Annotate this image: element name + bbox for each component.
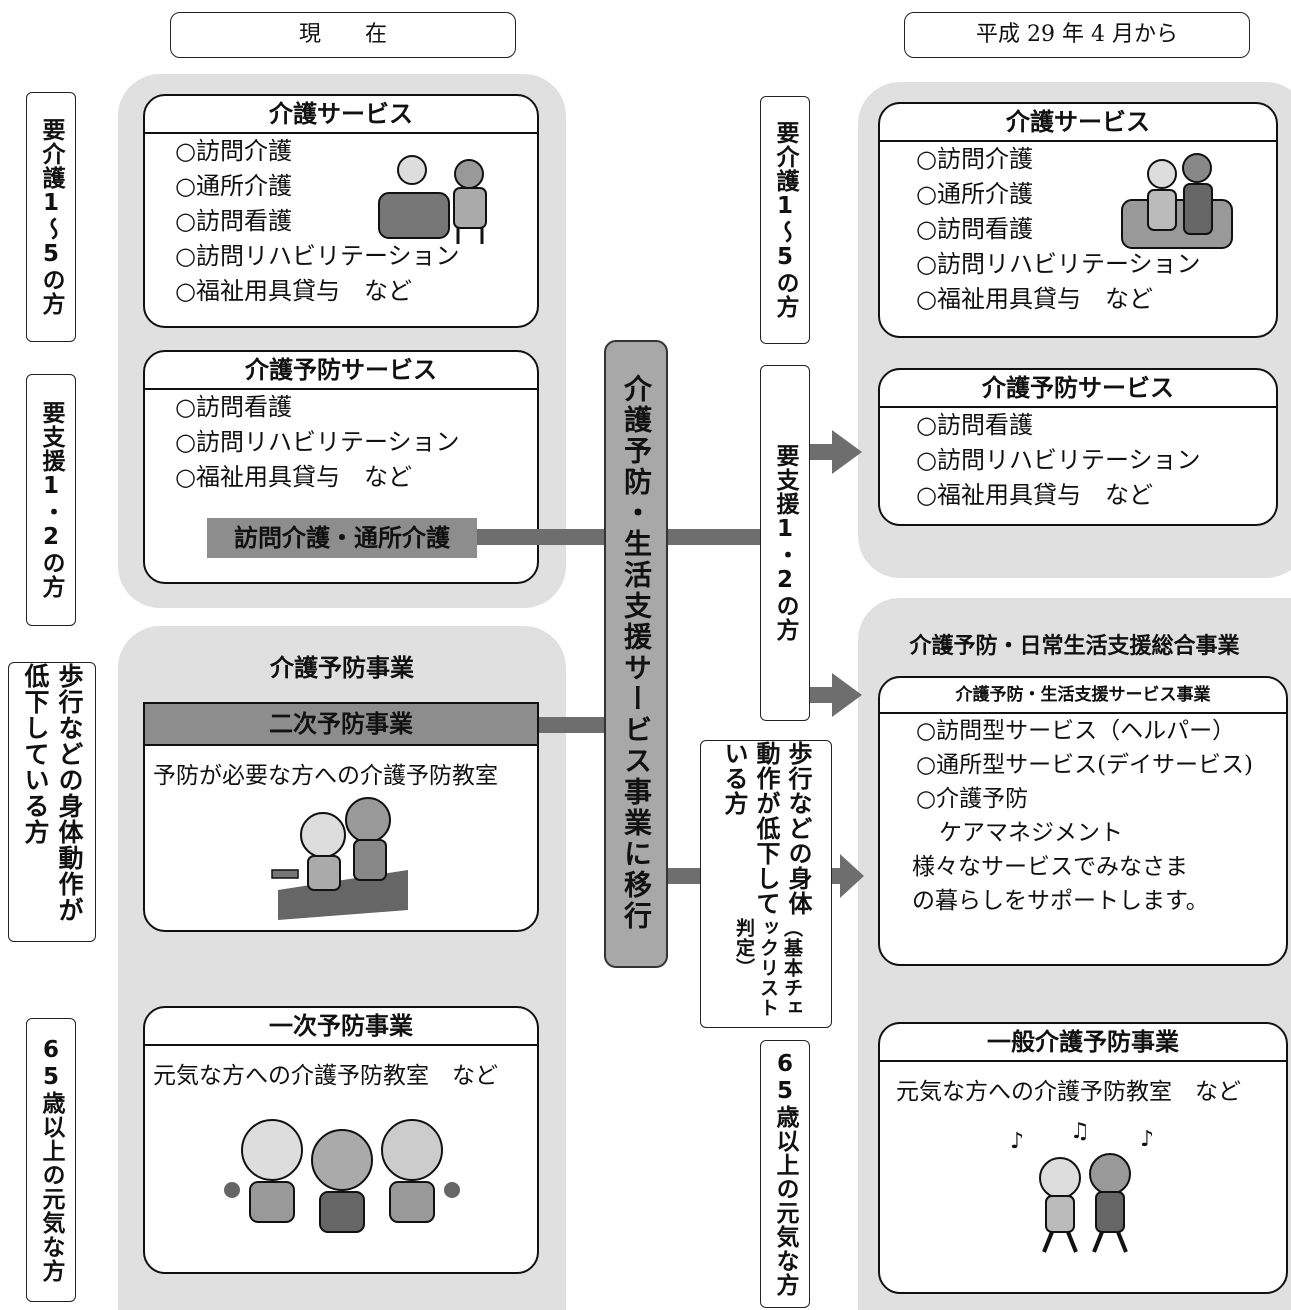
arrow-frail-head xyxy=(840,854,864,898)
caregiver-elder-illustration xyxy=(1121,153,1233,249)
header-future: 平成 29 年 4 月から xyxy=(904,12,1250,58)
secondary-prevention-title: 二次予防事業 xyxy=(145,704,537,746)
list-item: ○訪問リハビリテーション xyxy=(175,428,460,456)
list-item: ○訪問型サービス（ヘルパー） xyxy=(916,718,1236,744)
future-prevention-services-box: 介護予防サービス ○訪問看護 ○訪問リハビリテーション ○福祉用具貸与 など xyxy=(878,368,1278,526)
list-item: ○通所介護 xyxy=(175,172,292,200)
future-care-services-title: 介護サービス xyxy=(880,104,1276,142)
list-item: ○福祉用具貸与 など xyxy=(175,277,412,305)
svg-text:♪: ♪ xyxy=(1140,1127,1154,1152)
list-item: 様々なサービスでみなさま xyxy=(912,854,1188,880)
connector-secondary-to-center xyxy=(539,717,605,733)
label-support-1-2: 要支援1・2の方 xyxy=(26,374,76,626)
arrow-support-shaft xyxy=(810,444,832,460)
primary-prevention-text: 元気な方への介護予防教室 など xyxy=(153,1063,498,1089)
list-item: ○福祉用具貸与 など xyxy=(916,285,1153,313)
list-item: ○福祉用具貸与 など xyxy=(916,481,1153,509)
current-care-services-title: 介護サービス xyxy=(145,96,537,134)
svg-text:♪: ♪ xyxy=(1010,1129,1024,1154)
middle-label-frail-main: 歩行などの身体動作が低下している方 xyxy=(720,741,812,916)
list-item: ○訪問看護 xyxy=(175,393,292,421)
caregiver-illustration xyxy=(378,155,487,244)
arrow-frail-shaft xyxy=(832,868,840,884)
comprehensive-program-title: 介護予防・日常生活支援総合事業 xyxy=(909,634,1240,659)
arrow-comprehensive-shaft xyxy=(810,687,832,703)
transition-pill: 介護予防・生活支援サービス事業に移行 xyxy=(604,340,668,968)
support-service-title: 介護予防・生活支援サービス事業 xyxy=(880,678,1286,714)
list-item: ○訪問看護 xyxy=(916,411,1033,439)
middle-label-support-1-2: 要支援1・2の方 xyxy=(760,365,810,721)
healthy-seniors-illustration xyxy=(224,1119,460,1233)
current-care-services-box: 介護サービス ○訪問介護 ○通所介護 ○訪問看護 ○訪問リハビリテーション ○福… xyxy=(143,94,539,328)
connector-center-to-support xyxy=(668,529,760,545)
label-care-1-5: 要介護1～5の方 xyxy=(26,92,76,342)
middle-label-frail-note: （基本チェックリスト判定） xyxy=(733,918,803,1019)
list-item: ○訪問看護 xyxy=(916,215,1033,243)
secondary-prevention-text: 予防が必要な方への介護予防教室 xyxy=(153,763,498,789)
list-item: ○訪問看護 xyxy=(175,207,292,235)
connector-highlight-to-center xyxy=(477,529,605,545)
svg-text:♫: ♫ xyxy=(1070,1119,1090,1144)
general-prevention-text: 元気な方への介護予防教室 など xyxy=(896,1079,1241,1105)
general-prevention-title: 一般介護予防事業 xyxy=(880,1024,1286,1062)
list-item: ○福祉用具貸与 など xyxy=(175,463,412,491)
list-item: ○介護予防 xyxy=(916,786,1029,812)
list-item: ケアマネジメント xyxy=(916,820,1123,846)
current-prevention-program-title: 介護予防事業 xyxy=(270,654,414,682)
walking-seniors-illustration: ♪ ♫ ♪ xyxy=(1010,1119,1154,1253)
exercise-illustration xyxy=(271,797,408,920)
list-item: の暮らしをサポートします。 xyxy=(912,888,1209,914)
label-frail: 歩行などの身体動作が低下している方 xyxy=(8,662,96,942)
support-service-box: 介護予防・生活支援サービス事業 ○訪問型サービス（ヘルパー） ○通所型サービス(… xyxy=(878,676,1288,966)
general-prevention-box: 一般介護予防事業 元気な方への介護予防教室 など xyxy=(878,1022,1288,1294)
list-item: ○通所型サービス(デイサービス) xyxy=(916,752,1254,778)
arrow-comprehensive-head xyxy=(832,673,862,717)
middle-label-care-1-5: 要介護1～5の方 xyxy=(760,96,810,344)
list-item: ○訪問介護 xyxy=(175,137,292,165)
future-prevention-services-title: 介護予防サービス xyxy=(880,370,1276,408)
list-item: ○訪問リハビリテーション xyxy=(916,446,1201,474)
transition-text: 介護予防・生活支援サービス事業に移行 xyxy=(620,374,653,932)
visit-day-care-highlight: 訪問介護・通所介護 xyxy=(207,518,477,558)
primary-prevention-title: 一次予防事業 xyxy=(145,1008,537,1046)
future-care-services-box: 介護サービス ○訪問介護 ○通所介護 ○訪問看護 ○訪問リハビリテーション ○福… xyxy=(878,102,1278,338)
middle-label-healthy-65: 65歳以上の元気な方 xyxy=(760,1040,810,1308)
list-item: ○訪問リハビリテーション xyxy=(175,242,460,270)
label-healthy-65: 65歳以上の元気な方 xyxy=(26,1018,76,1302)
middle-label-frail: 歩行などの身体動作が低下している方 （基本チェックリスト判定） xyxy=(700,740,832,1028)
secondary-prevention-box: 二次予防事業 予防が必要な方への介護予防教室 xyxy=(143,702,539,932)
arrow-support-head xyxy=(832,430,862,474)
list-item: ○訪問リハビリテーション xyxy=(916,250,1201,278)
list-item: ○通所介護 xyxy=(916,180,1033,208)
connector-center-to-frail xyxy=(668,868,700,884)
list-item: ○訪問介護 xyxy=(916,145,1033,173)
header-current: 現 在 xyxy=(170,12,516,58)
current-prevention-services-title: 介護予防サービス xyxy=(145,352,537,390)
